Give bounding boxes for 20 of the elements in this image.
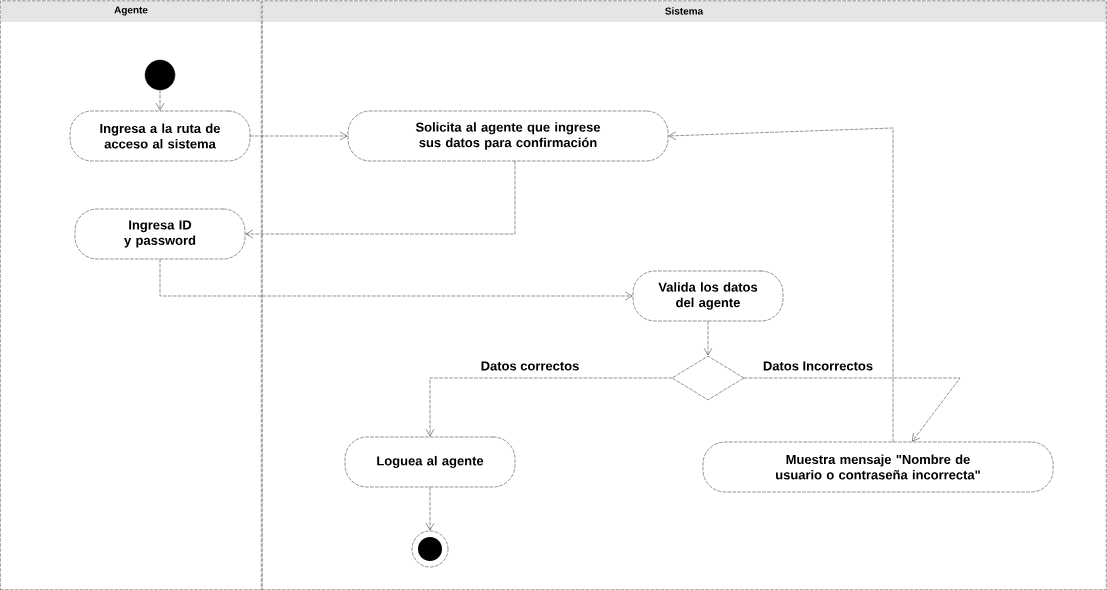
arrow bbox=[668, 127, 894, 442]
start-node bbox=[144, 59, 176, 91]
arrow bbox=[155, 89, 165, 111]
activity-box: Solicita al agente que ingrese sus datos para confirmación bbox=[347, 110, 669, 162]
arrow bbox=[159, 259, 633, 301]
end-node bbox=[411, 530, 449, 568]
arrow bbox=[250, 131, 348, 141]
edge-label: Datos Incorrectos bbox=[761, 360, 875, 372]
arrow bbox=[425, 487, 435, 531]
activity-box: Ingresa ID y password bbox=[74, 208, 246, 260]
arrow bbox=[744, 377, 961, 442]
arrow bbox=[425, 377, 672, 437]
decision-diamond bbox=[671, 355, 745, 401]
activity-box: Ingresa a la ruta de acceso al sistema bbox=[69, 110, 251, 162]
arrow bbox=[703, 321, 713, 356]
activity-box: Valida los datos del agente bbox=[632, 270, 784, 322]
arrow bbox=[245, 161, 516, 239]
activity-box: Muestra mensaje "Nombre de usuario o contraseña incorrecta" bbox=[702, 441, 1054, 493]
activity-box: Loguea al agente bbox=[344, 436, 516, 488]
edge-label: Datos correctos bbox=[479, 360, 581, 372]
